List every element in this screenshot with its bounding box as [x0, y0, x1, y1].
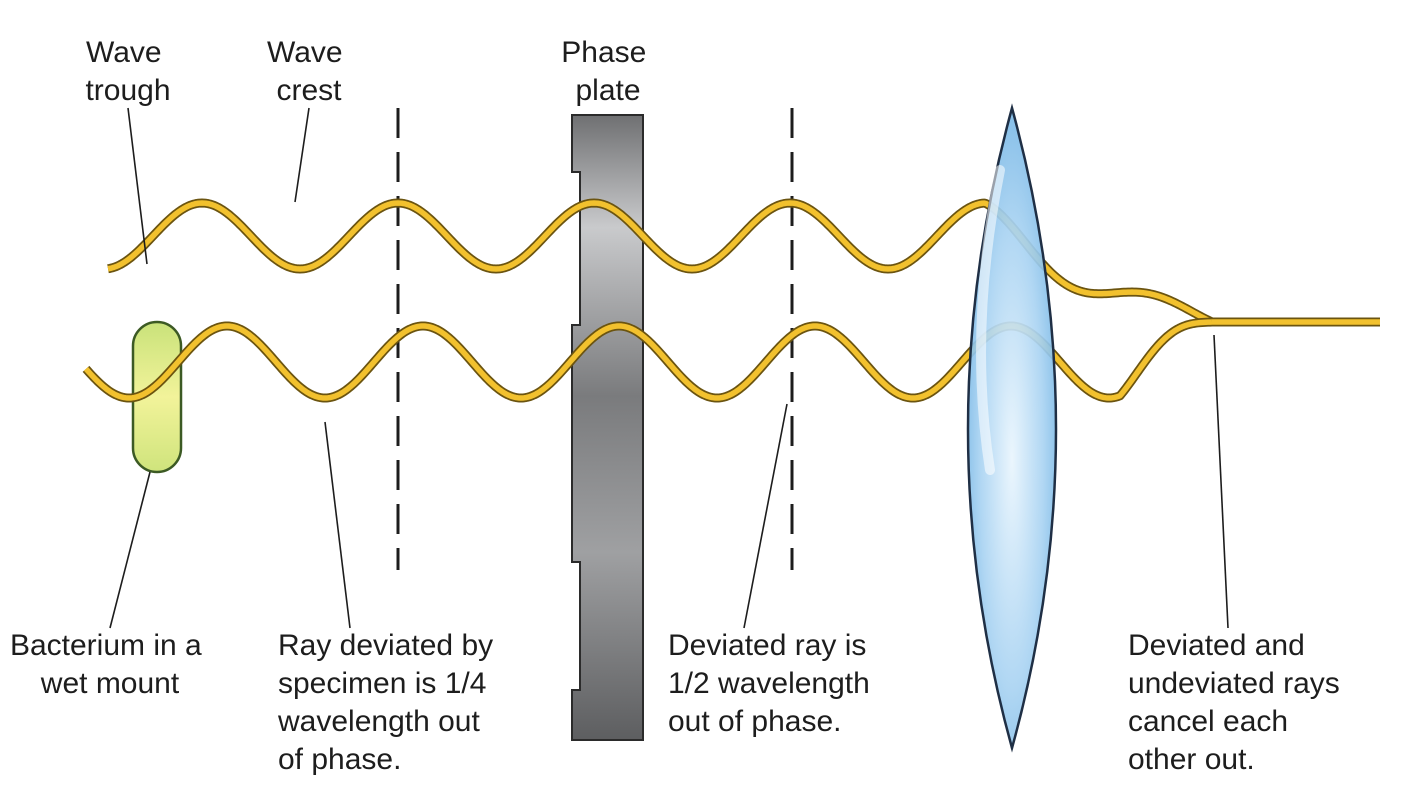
label-bacterium: Bacterium in a wet mount — [10, 629, 210, 700]
lens-highlight — [976, 165, 1005, 475]
leader-wave-trough — [127, 107, 148, 265]
label-phase-plate: Phase plate — [561, 36, 654, 107]
label-wave-trough: Wave trough — [85, 36, 170, 107]
label-cancel: Deviated and undeviated rays cancel each… — [1128, 629, 1348, 776]
leader-deviated-half — [743, 403, 788, 629]
leader-ray-deviated — [324, 421, 351, 629]
label-ray-deviated: Ray deviated by specimen is 1/4 waveleng… — [277, 629, 501, 776]
leader-bacterium — [109, 471, 151, 629]
leader-wave-crest — [294, 107, 310, 203]
light-waves — [82, 198, 1380, 403]
phase-plate-shape — [571, 114, 644, 741]
label-deviated-half: Deviated ray is 1/2 wavelength out of ph… — [668, 629, 878, 738]
label-wave-crest: Wave crest — [267, 36, 351, 107]
leader-cancel — [1213, 334, 1229, 629]
